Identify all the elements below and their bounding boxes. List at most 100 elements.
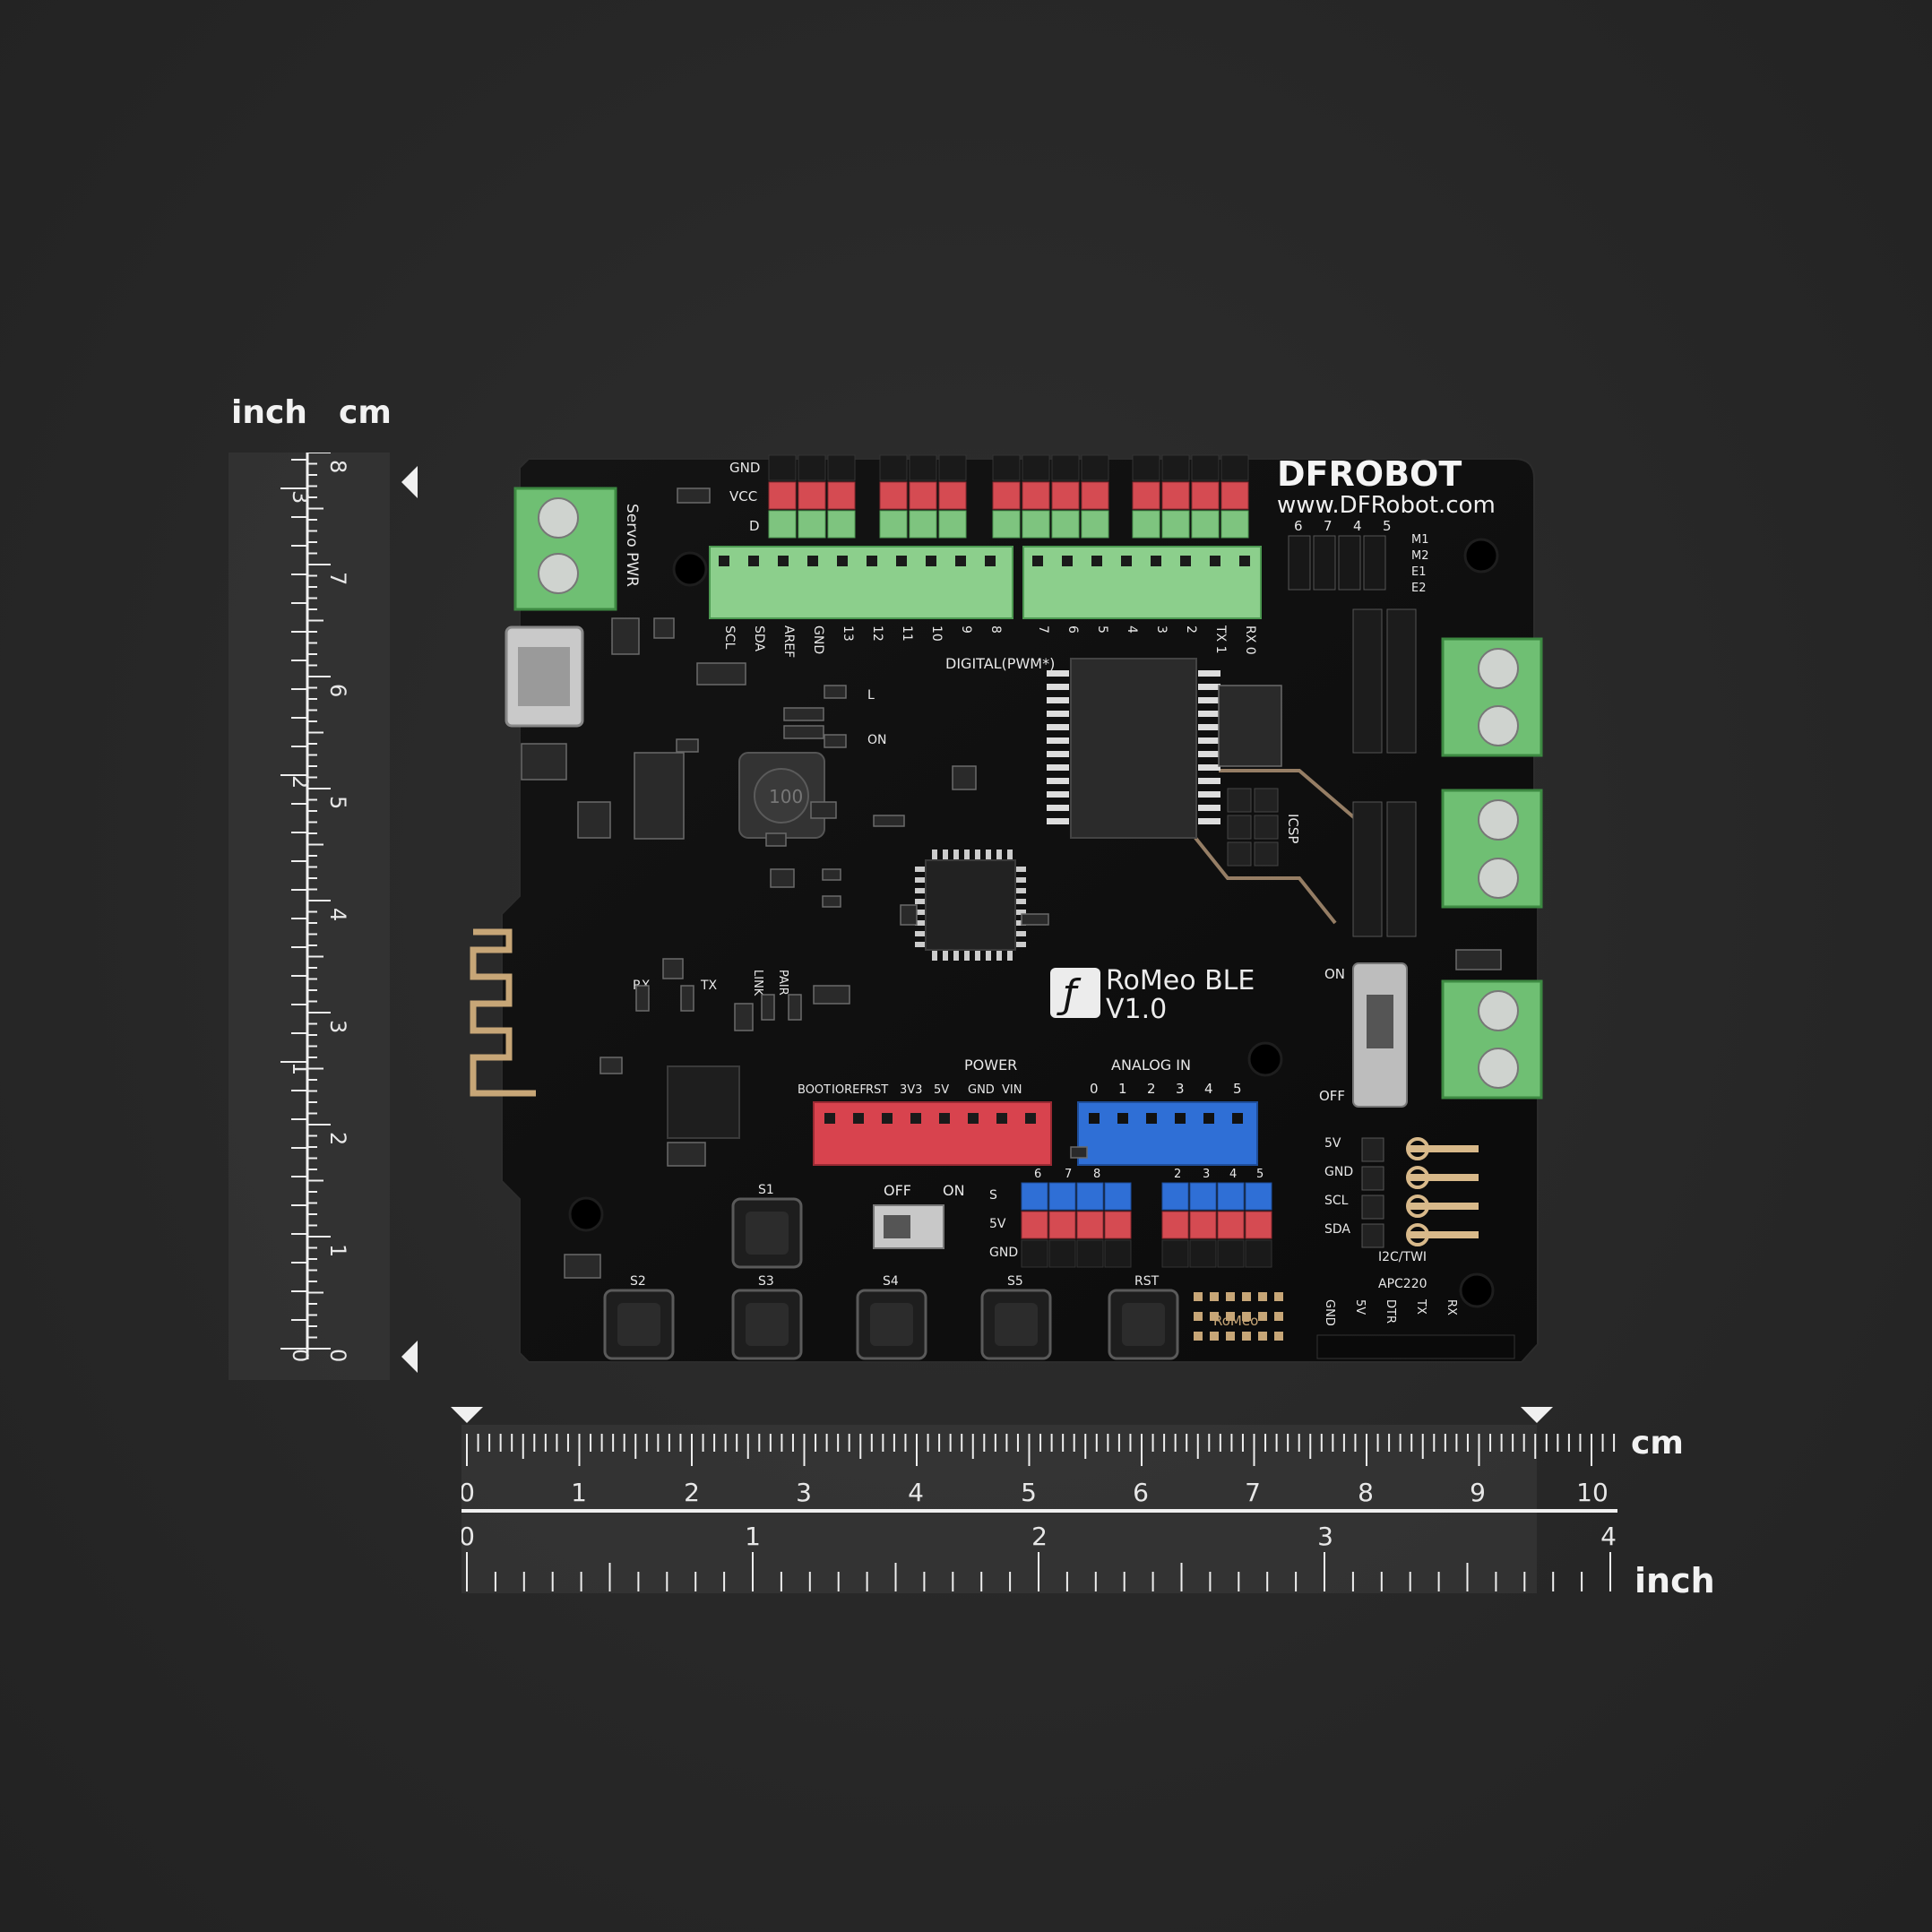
sensor-pin-number: 7 bbox=[1065, 1168, 1072, 1181]
led-label-pair: PAIR bbox=[776, 970, 789, 996]
push-button-label: S4 bbox=[883, 1274, 899, 1289]
i2c-pin-ring bbox=[1406, 1223, 1429, 1246]
digital-pin-label: 2 bbox=[1184, 625, 1198, 634]
driver-pin bbox=[1198, 751, 1220, 757]
driver-pin bbox=[1047, 737, 1069, 744]
motor-switch-off: OFF bbox=[1319, 1088, 1345, 1104]
power-socket bbox=[939, 1113, 950, 1124]
i2c-pin-label: SDA bbox=[1324, 1222, 1350, 1237]
hr-cm-10: 10 bbox=[1576, 1478, 1609, 1507]
apc-pin-label: RX bbox=[1445, 1299, 1458, 1315]
power-socket bbox=[996, 1113, 1007, 1124]
servo-header-d-pin bbox=[1022, 510, 1050, 539]
smd-component bbox=[770, 868, 795, 888]
icsp-pin bbox=[1227, 788, 1252, 813]
driver-pin bbox=[1198, 684, 1220, 690]
digital-socket bbox=[1091, 556, 1102, 566]
analog-socket bbox=[1146, 1113, 1157, 1124]
sensor-row-label: 5V bbox=[989, 1217, 1006, 1231]
mcu-pin bbox=[996, 850, 1002, 859]
digital-socket bbox=[1121, 556, 1132, 566]
power-socket bbox=[824, 1113, 835, 1124]
push-button-cap bbox=[1122, 1303, 1165, 1346]
jumper-number: 5 bbox=[1383, 518, 1392, 534]
digital-label: DIGITAL(PWM*) bbox=[945, 655, 1055, 672]
icsp-pin bbox=[1254, 841, 1279, 867]
product-name: RoMeo BLE bbox=[1106, 965, 1255, 996]
apc-label: APC220 bbox=[1378, 1277, 1427, 1291]
bottom-inch-unit-label: inch bbox=[1634, 1561, 1715, 1600]
bottom-cm-unit-label: cm bbox=[1631, 1425, 1684, 1462]
smd-component bbox=[1021, 913, 1049, 926]
push-button-label: S1 bbox=[758, 1183, 774, 1197]
smd-component bbox=[611, 617, 640, 655]
hr-inch-3: 3 bbox=[1317, 1522, 1333, 1551]
sensor-header-gnd-pin bbox=[1161, 1239, 1189, 1268]
mcu-pin bbox=[1016, 931, 1026, 936]
servo-header-vcc-pin bbox=[768, 481, 797, 510]
footer-pad bbox=[1274, 1332, 1283, 1341]
mcu-pin bbox=[932, 850, 937, 859]
i2c-header-pin bbox=[1361, 1223, 1384, 1248]
servo-header-gnd-pin bbox=[1081, 454, 1109, 481]
smd-component bbox=[824, 685, 847, 699]
sensor-header-gnd-pin bbox=[1076, 1239, 1104, 1268]
servo-header-d-pin bbox=[879, 510, 908, 539]
mount-hole-4 bbox=[568, 1196, 604, 1232]
digital-pin-label: 13 bbox=[841, 625, 855, 642]
smd-component bbox=[873, 815, 905, 827]
website-text: www.DFRobot.com bbox=[1277, 492, 1496, 519]
digital-socket bbox=[748, 556, 759, 566]
footer-pad bbox=[1274, 1312, 1283, 1321]
vr-inch-3: 3 bbox=[288, 490, 313, 504]
row-label-vcc: VCC bbox=[729, 488, 757, 505]
smd-component bbox=[734, 1003, 754, 1031]
sensor-header-signal-pin bbox=[1048, 1182, 1076, 1211]
mount-hole-5 bbox=[1459, 1272, 1495, 1308]
icsp-pin bbox=[1227, 815, 1252, 840]
i2c-pin-ring bbox=[1406, 1137, 1429, 1160]
digital-socket bbox=[896, 556, 907, 566]
apc-pin-label: GND bbox=[1323, 1299, 1336, 1326]
hr-inch-1: 1 bbox=[745, 1522, 761, 1551]
motor-jumper bbox=[1313, 535, 1336, 591]
servo-header-gnd-pin bbox=[909, 454, 937, 481]
digital-socket bbox=[807, 556, 818, 566]
horizontal-ruler: 0 1 2 3 4 5 6 7 8 9 10 0 1 2 3 4 bbox=[461, 1425, 1617, 1593]
power-socket bbox=[853, 1113, 864, 1124]
analog-pin-label: 4 bbox=[1204, 1081, 1213, 1097]
footer-pad bbox=[1274, 1292, 1283, 1301]
driver-pin bbox=[1198, 764, 1220, 771]
motor-jumper bbox=[1363, 535, 1386, 591]
servo-header-vcc-pin bbox=[1022, 481, 1050, 510]
apc-pin-label: DTR bbox=[1384, 1299, 1397, 1324]
sensor-header-signal-pin bbox=[1245, 1182, 1272, 1211]
mcu-pin bbox=[1007, 951, 1013, 961]
digital-socket bbox=[867, 556, 877, 566]
servo-header-vcc-pin bbox=[1132, 481, 1160, 510]
power-pin-label: 3V3 bbox=[900, 1083, 922, 1097]
servo-header-vcc-pin bbox=[992, 481, 1021, 510]
sensor-header-5v-pin bbox=[1217, 1211, 1245, 1239]
servo-header-d-pin bbox=[992, 510, 1021, 539]
vr-cm-4: 4 bbox=[325, 908, 350, 921]
footer-pad bbox=[1258, 1332, 1267, 1341]
sensor-header-gnd-pin bbox=[1245, 1239, 1272, 1268]
servo-header-vcc-pin bbox=[1220, 481, 1249, 510]
vr-inch-0: 0 bbox=[288, 1349, 313, 1362]
driver-pin bbox=[1047, 805, 1069, 811]
digital-socket bbox=[1032, 556, 1043, 566]
hr-cm-2: 2 bbox=[684, 1478, 700, 1507]
footer-pad bbox=[1226, 1332, 1235, 1341]
digital-pin-label: 3 bbox=[1154, 625, 1169, 634]
vr-cm-0: 0 bbox=[325, 1349, 350, 1362]
romeo-ble-board: Servo PWR DFROBOT www.DFRobot.com GND VC… bbox=[470, 454, 1543, 1363]
sensor-header-5v-pin bbox=[1189, 1211, 1217, 1239]
servo-header-gnd-pin bbox=[1191, 454, 1220, 481]
smd-component bbox=[1455, 949, 1502, 970]
hr-cm-3: 3 bbox=[796, 1478, 812, 1507]
smd-component bbox=[680, 985, 694, 1012]
servo-header-d-pin bbox=[798, 510, 826, 539]
icsp-pin bbox=[1227, 841, 1252, 867]
mcu-pin bbox=[915, 888, 925, 893]
